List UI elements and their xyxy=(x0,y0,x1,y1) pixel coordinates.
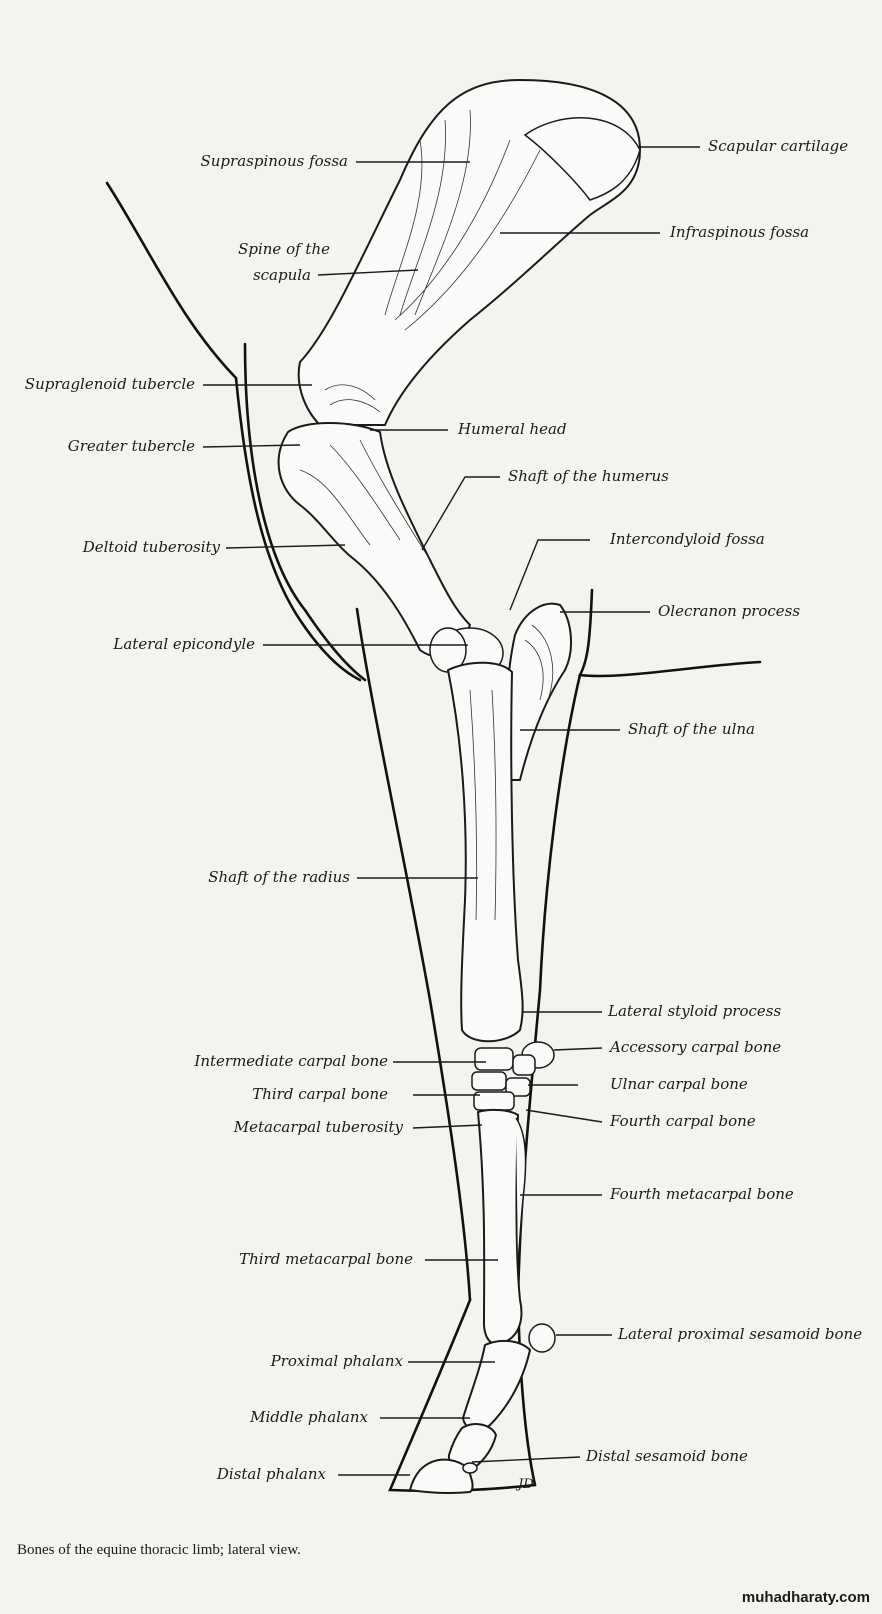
label-supraspinous-fossa: Supraspinous fossa xyxy=(201,152,349,170)
label-shaft-of-ulna: Shaft of the ulna xyxy=(628,720,755,738)
label-scapular-cartilage: Scapular cartilage xyxy=(708,137,848,155)
label-lateral-proximal-sesamoid-bone: Lateral proximal sesamoid bone xyxy=(617,1325,862,1343)
label-third-carpal-bone: Third carpal bone xyxy=(252,1085,388,1103)
radius xyxy=(447,661,524,1043)
label-infraspinous-fossa: Infraspinous fossa xyxy=(669,223,809,241)
label-humeral-head: Humeral head xyxy=(457,420,567,438)
watermark: muhadharaty.com xyxy=(742,1589,870,1606)
label-intercondyloid-fossa: Intercondyloid fossa xyxy=(609,530,765,548)
scapula xyxy=(297,79,641,426)
label-distal-phalanx: Distal phalanx xyxy=(216,1465,327,1483)
label-intermediate-carpal-bone: Intermediate carpal bone xyxy=(193,1052,388,1070)
label-olecranon-process: Olecranon process xyxy=(658,602,800,620)
humerus xyxy=(277,422,504,679)
carpus xyxy=(471,1041,555,1111)
label-ulnar-carpal-bone: Ulnar carpal bone xyxy=(610,1075,748,1093)
label-shaft-of-radius: Shaft of the radius xyxy=(208,868,350,886)
label-spine-of-scapula-line1: Spine of the xyxy=(238,240,330,258)
label-deltoid-tuberosity: Deltoid tuberosity xyxy=(82,538,221,556)
label-distal-sesamoid-bone: Distal sesamoid bone xyxy=(585,1447,748,1465)
label-lateral-epicondyle: Lateral epicondyle xyxy=(112,635,255,653)
artist-signature: JD xyxy=(515,1477,534,1492)
ulna xyxy=(505,602,572,781)
label-lateral-styloid-process: Lateral styloid process xyxy=(607,1002,781,1020)
metacarpals xyxy=(477,1108,527,1345)
label-fourth-carpal-bone: Fourth carpal bone xyxy=(609,1112,756,1130)
label-middle-phalanx: Middle phalanx xyxy=(249,1408,368,1426)
phalanges xyxy=(409,1323,556,1495)
label-third-metacarpal-bone: Third metacarpal bone xyxy=(239,1250,413,1268)
label-greater-tubercle: Greater tubercle xyxy=(68,437,195,455)
label-spine-of-scapula-line2: scapula xyxy=(253,266,311,284)
leader-lines xyxy=(202,146,700,1476)
label-supraglenoid-tubercle: Supraglenoid tubercle xyxy=(25,375,195,393)
label-accessory-carpal-bone: Accessory carpal bone xyxy=(608,1038,781,1056)
figure-caption: Bones of the equine thoracic limb; later… xyxy=(17,1542,301,1558)
label-proximal-phalanx: Proximal phalanx xyxy=(270,1352,404,1370)
body-outline xyxy=(105,181,762,1493)
labels: Supraspinous fossa Scapular cartilage In… xyxy=(25,137,862,1483)
label-fourth-metacarpal-bone: Fourth metacarpal bone xyxy=(609,1185,794,1203)
label-metacarpal-tuberosity: Metacarpal tuberosity xyxy=(233,1118,404,1136)
label-shaft-of-humerus: Shaft of the humerus xyxy=(508,467,669,485)
